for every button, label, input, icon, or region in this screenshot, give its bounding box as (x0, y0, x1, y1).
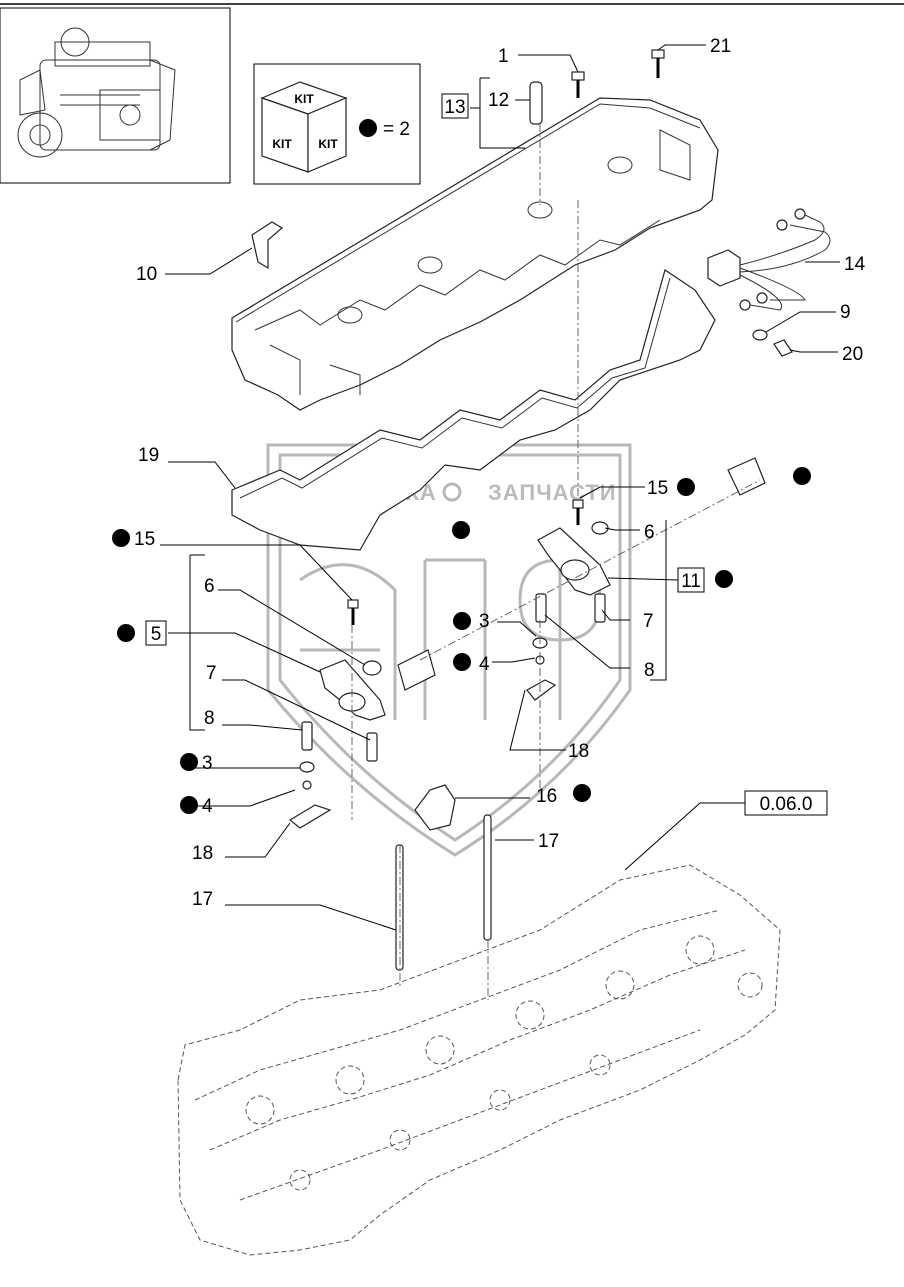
callout-4-left: 4 (202, 796, 213, 817)
callout-labels: 1 21 12 10 14 9 20 19 15 15 6 6 3 7 4 8 … (134, 36, 866, 910)
callout-16: 16 (536, 786, 557, 807)
callout-7-right: 7 (643, 611, 654, 632)
screw-20 (773, 339, 793, 357)
callout-5: 5 (151, 624, 162, 645)
reference-box[interactable] (744, 790, 828, 816)
leader-lines (160, 44, 840, 931)
kit-dot-icon (453, 612, 471, 630)
screw-21 (651, 49, 665, 78)
callout-box-11 (677, 567, 705, 593)
callout-box-5 (145, 620, 167, 646)
rocker-assembly-left (288, 599, 436, 829)
kit-dot-icon (715, 570, 733, 588)
clip-10 (251, 221, 284, 270)
kit-dot-icon (573, 784, 591, 802)
callout-19: 19 (138, 445, 159, 466)
callout-9: 9 (840, 302, 851, 323)
callout-3-mid: 3 (479, 611, 490, 632)
gasket-inner-edge (239, 277, 671, 499)
gear-icon (442, 482, 462, 502)
callout-3-left: 3 (202, 753, 213, 774)
kit-left-label: KIT (272, 137, 292, 151)
kit-dot-icon (117, 624, 135, 642)
screw-1 (571, 71, 585, 98)
alignment-lines (351, 124, 761, 1000)
engine-thumbnail (0, 7, 231, 184)
kit-dot-icon (112, 529, 130, 547)
kit-right-label: KIT (318, 137, 338, 151)
callout-18-left: 18 (192, 843, 213, 864)
wiring-harness (707, 208, 831, 311)
callout-12: 12 (488, 90, 509, 111)
callout-21: 21 (710, 36, 731, 57)
callout-18-right: 18 (568, 741, 589, 762)
kit-top-label: KIT (294, 92, 314, 106)
kit-equals-text: = 2 (383, 119, 410, 140)
kit-markers (112, 467, 811, 814)
callout-15-right: 15 (647, 478, 668, 499)
callout-13: 13 (444, 97, 465, 118)
watermark-right-text: ЗАПЧАСТИ (488, 480, 617, 505)
callout-11: 11 (681, 571, 701, 592)
kit-dot-icon (793, 467, 811, 485)
callout-box-13 (441, 93, 469, 119)
callout-15-left: 15 (134, 529, 155, 550)
kit-legend: KIT KIT KIT = 2 (253, 63, 421, 185)
callout-8-right: 8 (644, 660, 655, 681)
callout-4-mid: 4 (479, 654, 490, 675)
callout-8-left: 8 (204, 708, 215, 729)
washer-9 (752, 329, 768, 341)
bracket-16 (414, 784, 456, 831)
reference-box-label: 0.06.0 (760, 794, 813, 815)
callout-1: 1 (498, 46, 509, 67)
push-rod-right (483, 814, 492, 941)
callout-6-left: 6 (204, 576, 215, 597)
cylinder-head-outline (177, 864, 781, 1256)
callout-10: 10 (136, 264, 157, 285)
kit-dot-icon (359, 119, 377, 137)
callout-20: 20 (842, 344, 863, 365)
kit-dot-icon (180, 796, 198, 814)
kit-dot-icon (452, 521, 470, 539)
callout-7-left: 7 (206, 663, 217, 684)
callout-14: 14 (844, 254, 866, 275)
kit-dot-icon (180, 753, 198, 771)
kit-dot-icon (453, 653, 471, 671)
dowel-pin (529, 81, 543, 125)
rocker-assembly-right (526, 457, 766, 701)
callout-6-right: 6 (644, 522, 655, 543)
valve-cover (231, 97, 719, 411)
kit-dot-icon (677, 478, 695, 496)
callout-17-left: 17 (192, 889, 213, 910)
callout-17-right: 17 (538, 831, 559, 852)
gasket (231, 269, 716, 551)
